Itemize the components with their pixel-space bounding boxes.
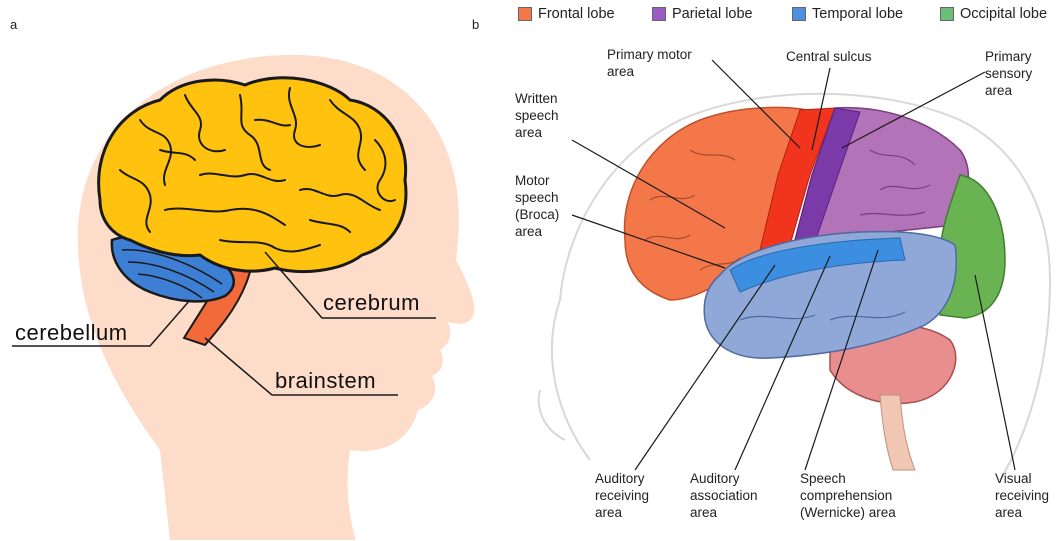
written-speech-label: Written speech area [515,90,559,141]
brain-lobes-b [624,107,1005,470]
visual-receiving-label: Visual receiving area [995,470,1049,521]
legend-swatch-occipital [940,7,954,21]
cerebrum-label: cerebrum [323,290,420,316]
legend-label: Frontal lobe [538,6,615,22]
legend-item-temporal: Temporal lobe [792,6,903,22]
legend-item-frontal: Frontal lobe [518,6,615,22]
panel-b-letter: b [472,17,479,32]
legend-label: Occipital lobe [960,6,1047,22]
auditory-receiving-label: Auditory receiving area [595,470,649,521]
legend-swatch-parietal [652,7,666,21]
panel-a-letter: a [10,17,17,32]
auditory-association-label: Auditory association area [690,470,758,521]
brainstem-label: brainstem [275,368,376,394]
central-sulcus-label: Central sulcus [786,48,872,65]
legend-swatch-temporal [792,7,806,21]
legend-label: Temporal lobe [812,6,903,22]
primary-motor-label: Primary motor area [607,46,692,80]
legend-item-parietal: Parietal lobe [652,6,753,22]
legend-label: Parietal lobe [672,6,753,22]
legend-swatch-frontal [518,7,532,21]
cerebrum-shape [99,78,406,272]
cerebellum-label: cerebellum [15,320,128,346]
legend-item-occipital: Occipital lobe [940,6,1047,22]
motor-speech-label: Motor speech (Broca) area [515,172,559,240]
primary-sensory-label: Primary sensory area [985,48,1032,99]
speech-comprehension-label: Speech comprehension (Wernicke) area [800,470,896,521]
